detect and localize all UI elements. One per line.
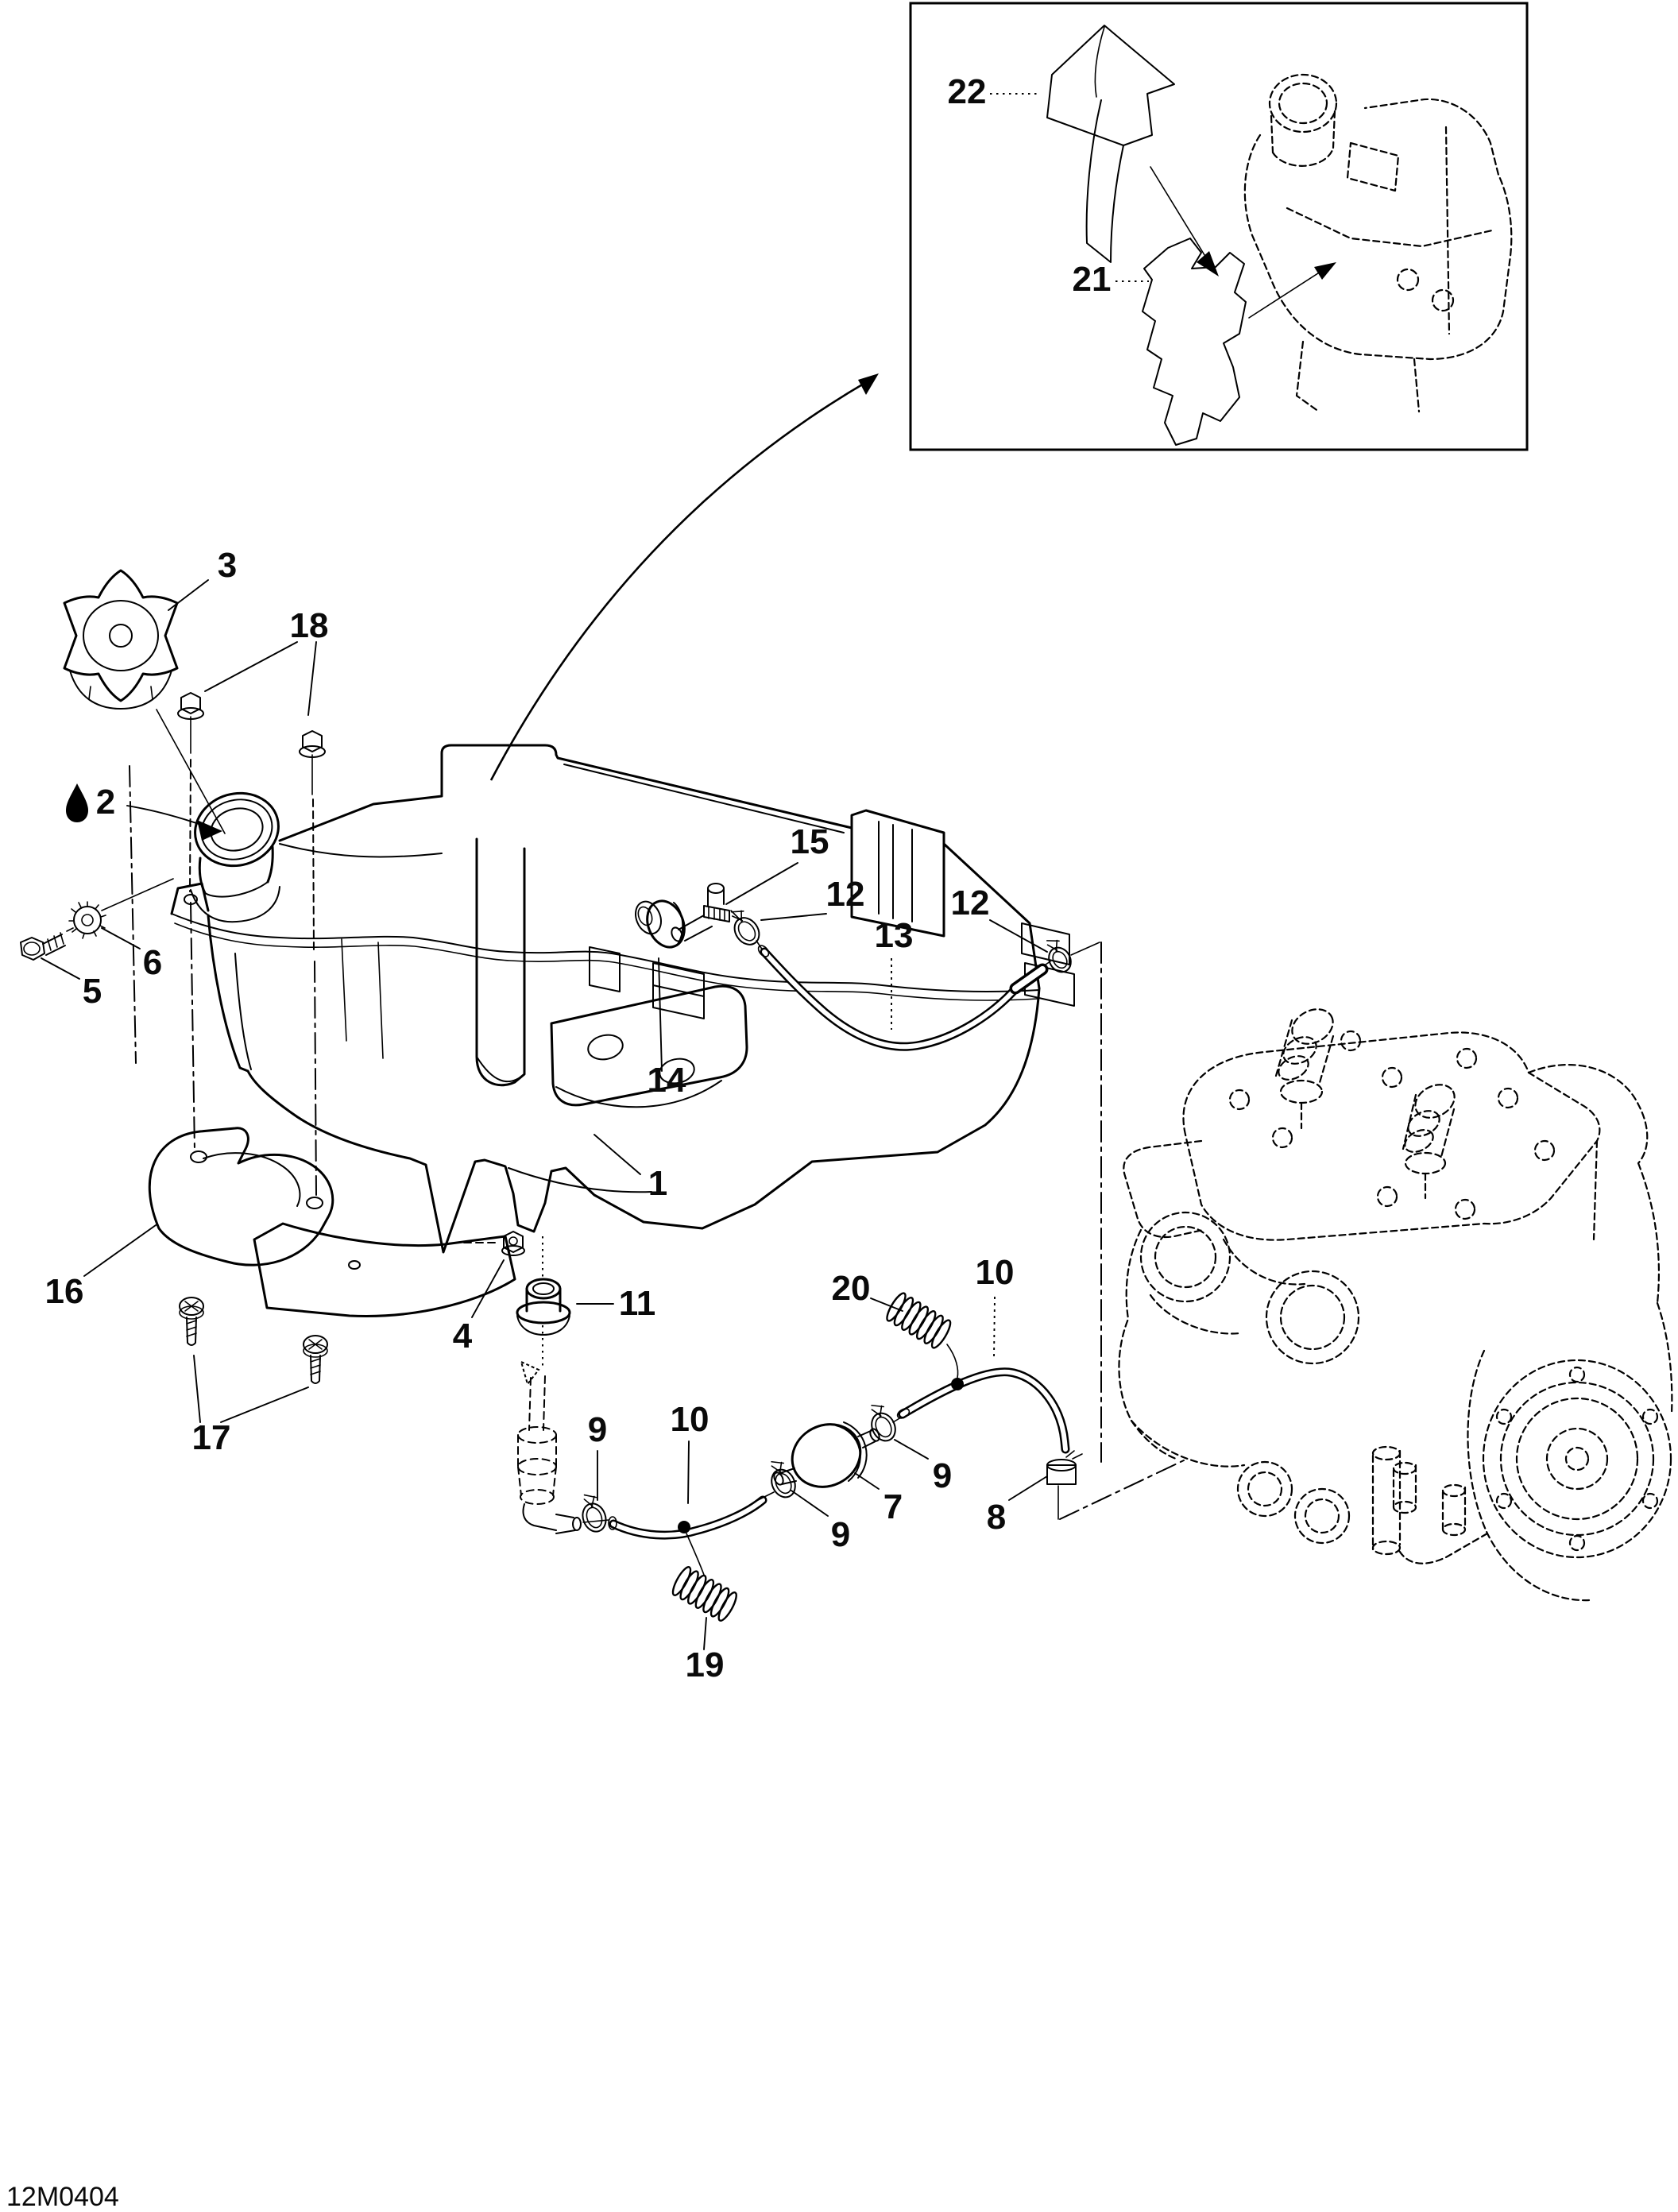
callout-11: 11: [619, 1284, 656, 1323]
axis-9a: [582, 1519, 609, 1523]
callout-leaders: [41, 93, 1149, 1650]
vent-axis-right: [1045, 942, 1100, 965]
spring19-link-curve: [686, 1533, 705, 1576]
pad-arrow-head: [1314, 262, 1336, 280]
callout-9a: 9: [588, 1410, 607, 1449]
toothed-washer-6: [68, 901, 106, 939]
spring-19: [671, 1566, 737, 1622]
spring-20: [886, 1292, 952, 1349]
callout-2: 2: [96, 783, 115, 822]
callout-3: 3: [218, 546, 237, 585]
callout-9b: 9: [933, 1456, 952, 1495]
support-bracket: [148, 1127, 516, 1317]
decal-arrow-line: [1150, 166, 1212, 266]
callout-20: 20: [832, 1269, 871, 1308]
callout-12-right: 12: [951, 884, 990, 922]
callout-8: 8: [987, 1498, 1006, 1537]
oil-drop-icon: [66, 783, 88, 822]
filler-neck: [190, 791, 280, 923]
clamp-12a: [730, 910, 760, 946]
spring-19-location-dot: [678, 1521, 690, 1533]
spring-20-location-dot: [951, 1378, 964, 1390]
callout-12-left: 12: [826, 875, 865, 914]
callout-13: 13: [875, 916, 914, 955]
clamp-9c: [871, 1404, 896, 1442]
callout-7: 7: [883, 1487, 903, 1526]
clamp-12b: [1046, 939, 1072, 973]
callout-4: 4: [453, 1317, 473, 1355]
clamp-9a: [582, 1494, 607, 1533]
decal-shape: [1046, 25, 1175, 263]
callout-9c: 9: [831, 1515, 850, 1554]
assembly-centerlines: [129, 765, 317, 1196]
callout-15: 15: [791, 822, 829, 861]
nut-4: [501, 1231, 525, 1256]
oil-filter-7: [773, 1421, 880, 1488]
grommet-14: [635, 899, 686, 949]
clamp-8: [1046, 1450, 1083, 1485]
oil-pump-reference: [517, 1360, 582, 1534]
callout-6: 6: [143, 943, 162, 982]
inset-detail-box: [909, 2, 1529, 451]
nut-stud-dashed-axes: [189, 759, 315, 953]
bolt-axis-line: [66, 878, 174, 932]
callout-16: 16: [45, 1272, 84, 1311]
oil-hose-10-left: [608, 1495, 767, 1540]
reference-engine: [1118, 1008, 1673, 1602]
decal-arrow-head: [1197, 251, 1219, 276]
drawing-code: 12M0404: [6, 2182, 119, 2212]
inset-border: [909, 2, 1529, 451]
callout-19: 19: [686, 1645, 725, 1684]
spring20-link-curve: [946, 1344, 959, 1379]
callout-1: 1: [648, 1164, 667, 1203]
callout-10-left: 10: [671, 1400, 709, 1439]
inset-reference-tank: [1243, 73, 1513, 413]
engine-centerline-diagonal: [1059, 1460, 1185, 1520]
callout-21: 21: [1073, 260, 1112, 299]
callout-22: 22: [948, 72, 987, 111]
oil-tank: [170, 744, 1075, 1254]
callout-17: 17: [192, 1418, 231, 1457]
callout-10-right: 10: [976, 1253, 1015, 1292]
flanged-nut-18b: [299, 730, 326, 758]
callout-18: 18: [290, 606, 329, 645]
screw-17a: [179, 1297, 204, 1346]
tank-to-inset-arrow-line: [489, 380, 868, 781]
tank-to-inset-arrow-head: [858, 373, 879, 395]
callout-numbers: 1 2 3 4 5 6 7 8 9 9 9 10 10 11 12 12 13 …: [45, 72, 1112, 1684]
elbow-fitting-15: [671, 883, 730, 942]
nut-stud-lines: [190, 716, 313, 795]
flanged-nut-18a: [177, 692, 204, 720]
filler-cap-knob: [63, 569, 179, 710]
vent-hose-13: [757, 945, 1049, 1051]
pad-arrow-line: [1248, 271, 1321, 319]
axis-9b: [754, 1491, 775, 1502]
callout-14: 14: [648, 1061, 686, 1100]
oil-hose-10-right: [896, 1367, 1070, 1454]
callout-5: 5: [83, 972, 102, 1011]
foam-pad-shape: [1142, 238, 1247, 446]
screw-17b: [303, 1335, 328, 1384]
grommet-11: [516, 1278, 571, 1336]
bolt-5: [20, 932, 66, 961]
